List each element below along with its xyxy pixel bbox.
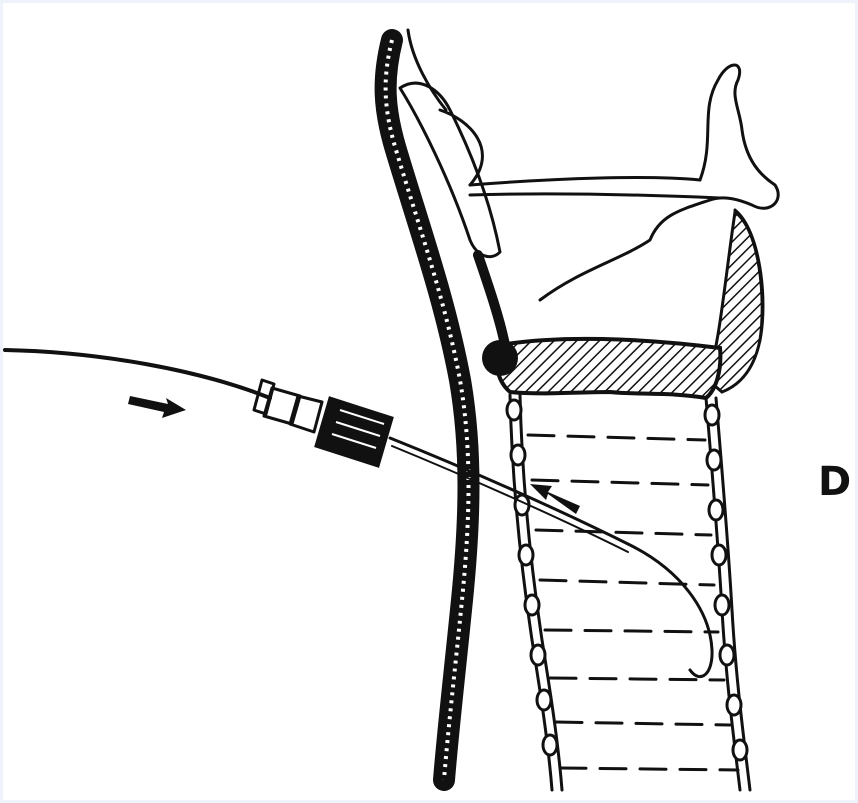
- catheter-assembly: [5, 350, 712, 677]
- neck-wall: [386, 30, 469, 780]
- guidewire-tube: [5, 350, 270, 398]
- needle-hub: [254, 380, 392, 466]
- trachea: [507, 395, 750, 790]
- cricoid-cartilage: [482, 339, 720, 398]
- panel-label: D: [818, 462, 851, 502]
- catheter-shaft: [390, 438, 712, 677]
- advance-arrow: [128, 396, 186, 418]
